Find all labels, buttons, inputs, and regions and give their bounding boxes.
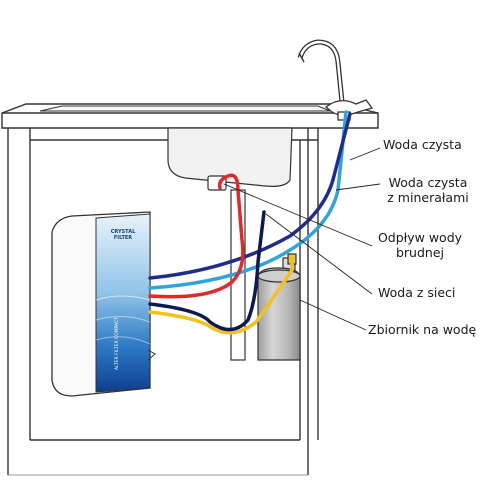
- device-vertical-text: ALTER FILTER COMPACT: [114, 317, 120, 370]
- pipes: [148, 110, 352, 335]
- pipe-clean-water: [148, 112, 352, 280]
- label-drain: Odpływ wody brudnej: [370, 230, 470, 260]
- leader-mains: [265, 213, 373, 295]
- pipe-dark-return: [148, 210, 266, 332]
- filter-device: CRYSTAL FILTER ALTER FILTER COMPACT: [51, 211, 156, 397]
- leader-tank: [299, 299, 367, 331]
- label-mineral-water-line2: z minerałami: [387, 190, 469, 205]
- label-clean-water: Woda czysta: [383, 137, 462, 152]
- pipe-drain: [148, 173, 245, 299]
- leader-lines: [223, 147, 381, 331]
- device-logo-line2: FILTER: [114, 235, 132, 241]
- label-mineral-water: Woda czysta z minerałami: [382, 175, 474, 205]
- pipe-mineral-water: [148, 110, 348, 290]
- label-drain-line1: Odpływ wody: [377, 230, 463, 245]
- countertop: [1, 103, 379, 129]
- label-mains-water: Woda z sieci: [378, 285, 456, 300]
- device-logo-line1: CRYSTAL: [111, 229, 136, 235]
- label-drain-line2: brudnej: [395, 245, 445, 260]
- label-mineral-water-line1: Woda czysta: [388, 175, 468, 190]
- pipe-mains: [148, 258, 294, 335]
- leader-clean-water: [349, 147, 381, 161]
- leader-mineral-water: [335, 183, 381, 191]
- sink-bowl: [167, 127, 293, 187]
- leader-drain: [223, 183, 373, 247]
- label-tank: Zbiornik na wodę: [368, 322, 477, 337]
